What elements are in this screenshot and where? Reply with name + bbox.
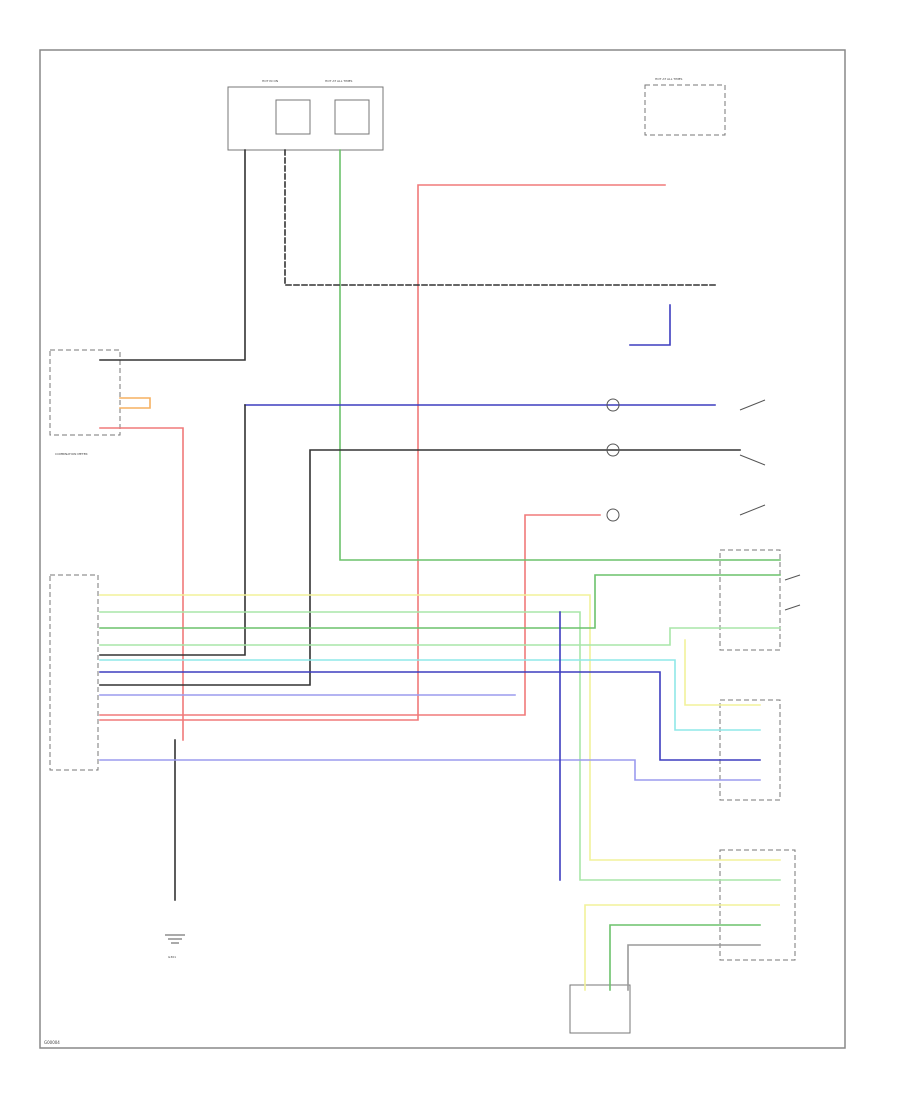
bottom-connector (569, 984, 631, 1034)
wire-red-2 (99, 427, 184, 741)
combination-meter: COMBINATION METER (49, 349, 121, 456)
ground-label: G301 (168, 955, 176, 959)
wire-yellow-3 (584, 904, 780, 991)
wire-blue-2 (629, 304, 671, 346)
wire-black-2 (284, 149, 716, 286)
control-unit (49, 574, 99, 771)
ground-symbol (165, 934, 185, 944)
wire-lightgreen-2 (99, 627, 781, 646)
fuse-box-label-a: HOT IN ON (262, 79, 278, 83)
wire-orange-1 (119, 397, 151, 409)
wire-gray-1 (627, 944, 761, 991)
wiring (99, 149, 781, 991)
switch-module (719, 549, 781, 651)
switch-symbols (606, 398, 801, 611)
wire-black-4 (99, 404, 246, 656)
wire-red-1 (99, 184, 666, 721)
wire-black-1 (99, 149, 246, 361)
fuse-box: HOT IN ON HOT AT ALL TIMES (227, 79, 384, 151)
ignition-switch-label: HOT AT ALL TIMES (655, 77, 683, 81)
footer-code: G00004 (44, 1040, 60, 1045)
combination-meter-label: COMBINATION METER (55, 452, 88, 456)
ignition-switch: HOT AT ALL TIMES (644, 77, 726, 136)
wire-lightgreen-1 (99, 611, 781, 881)
wire-yellow-2 (684, 639, 761, 706)
wire-green-1 (339, 149, 781, 561)
wire-cyan-1 (99, 659, 761, 731)
wire-yellow-1 (99, 594, 781, 861)
wire-green-3 (609, 924, 761, 991)
wire-green-2 (99, 574, 781, 629)
actuator-module (719, 699, 781, 801)
wire-red-3 (99, 514, 601, 716)
diagram-frame (39, 49, 846, 1049)
fuse-box-label-b: HOT AT ALL TIMES (325, 79, 353, 83)
wire-black-3 (99, 449, 741, 686)
wire-violet-2 (99, 759, 761, 781)
wire-blue-3 (99, 671, 761, 761)
